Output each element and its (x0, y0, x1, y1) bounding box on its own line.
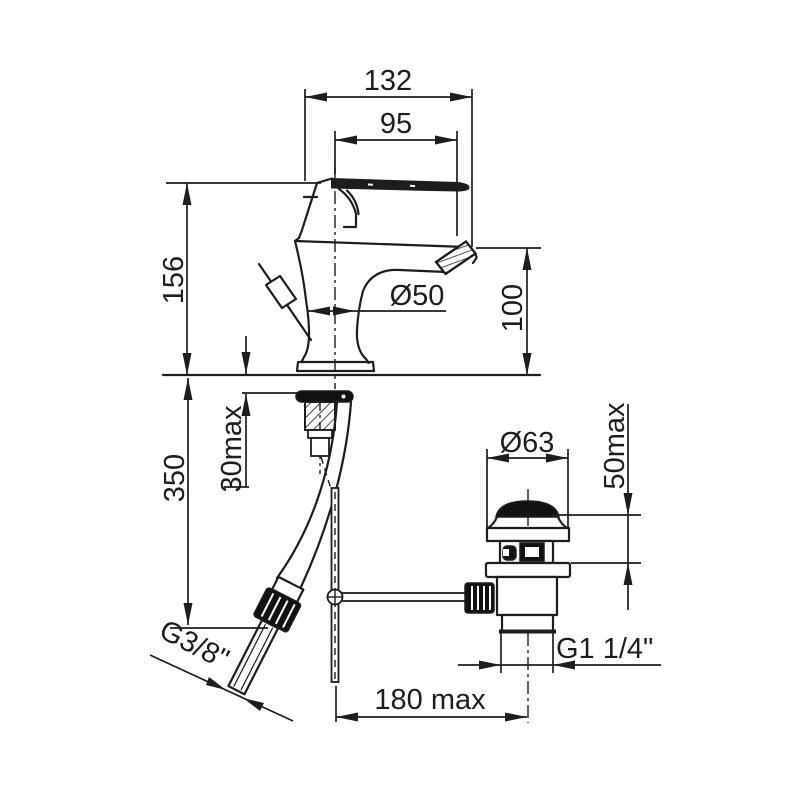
handle-front-curve (337, 187, 358, 229)
dimension-30max: 30max (216, 336, 299, 493)
waste-flange-left (486, 515, 499, 530)
nut-rib (282, 603, 296, 628)
base-flange (295, 360, 376, 373)
nut-rib (267, 596, 282, 621)
dim-30max-label: 30max (216, 405, 248, 493)
dim-g114-label: G1 1/4" (556, 633, 653, 665)
waste-flange-right (556, 515, 569, 530)
overflow-slot-right-hole (525, 547, 539, 557)
overflow-slot-left-hole (503, 549, 509, 556)
dimension-50max: 50max (551, 402, 641, 610)
hose-inner-edge (275, 400, 339, 580)
dim-180max-label: 180 max (374, 684, 486, 716)
faucet-body (257, 177, 478, 373)
pullrod-knob (264, 274, 298, 310)
threaded-shank (304, 401, 336, 431)
dim-50max-label: 50max (599, 402, 631, 490)
nut-rib (260, 592, 275, 617)
dim-dia50-label: Ø50 (390, 280, 445, 312)
mounting-plate-stud (341, 394, 346, 399)
dim-dia63-label: Ø63 (500, 427, 555, 459)
dimension-156: 156 (158, 182, 321, 375)
dim-132-label: 132 (364, 65, 412, 97)
thread-wall-line (233, 623, 267, 687)
lever-handle (331, 178, 470, 192)
dim-g38-label: G3/8" (154, 614, 234, 676)
dimension-g114: G1 1/4" (458, 632, 661, 673)
nut-rib (274, 600, 289, 625)
body-back-edge (297, 177, 334, 240)
dimension-180max: 180 max (335, 684, 527, 722)
waste-thread-section (500, 613, 555, 633)
dimension-350: 350 (159, 378, 268, 629)
thread-wall-line (240, 627, 274, 691)
dimension-100: 100 (476, 247, 541, 375)
pullrod-vertical (330, 487, 340, 683)
dim-156-label: 156 (158, 256, 190, 304)
dimension-dia63: Ø63 (486, 427, 569, 528)
hose-fitting (227, 575, 305, 696)
popup-waste (464, 500, 572, 634)
dim-95-label: 95 (380, 108, 412, 140)
body-left-edge (293, 239, 311, 364)
dim-350-label: 350 (159, 454, 191, 502)
waste-flange-rim (485, 526, 571, 543)
shank-collar (307, 429, 333, 439)
waste-body (495, 575, 559, 617)
dimension-95: 95 (334, 108, 458, 236)
dimension-132: 132 (304, 65, 473, 247)
waste-locknut-flange (484, 561, 572, 579)
dimension-dia50: Ø50 (308, 280, 446, 316)
pullrod-horizontal (338, 592, 467, 602)
dim-100-label: 100 (497, 284, 529, 332)
under-deck-assembly (227, 390, 467, 696)
pullrod-hidden-segment (320, 456, 332, 490)
handle-front-inner-curve (345, 189, 360, 216)
shank-stub (310, 437, 330, 457)
waste-plug-cap (495, 500, 560, 518)
aerator-hatch (434, 240, 478, 276)
centerlines (319, 167, 529, 723)
fitting-thread-tail (227, 619, 280, 696)
